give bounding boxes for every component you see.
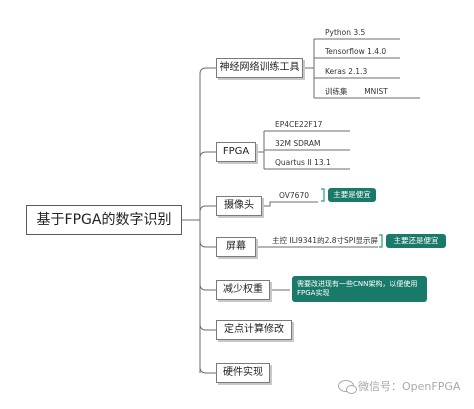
branch-connector-4 — [199, 283, 216, 291]
branch-connector-6 — [199, 366, 216, 374]
camera-leaf-line — [262, 201, 318, 207]
branch-connector-0 — [199, 67, 216, 75]
branch-connector-5 — [199, 323, 216, 331]
watermark-text: 微信号：OpenFPGA — [358, 380, 461, 393]
leaf-ov7670: OV7670 — [279, 191, 309, 201]
leaf-sdram: 32M SDRAM — [275, 139, 321, 149]
branch-reduce-weights: 减少权重 — [216, 280, 270, 300]
note-reduce-weights: 需要改进现有一些CNN架构，以便使用FPGA实现 — [292, 276, 427, 302]
camera-note-bracket — [321, 188, 325, 202]
branch-connector-1 — [199, 151, 216, 159]
leaf-python: Python 3.5 — [325, 28, 366, 38]
branch-camera: 摄像头 — [216, 196, 262, 216]
note-camera: 主要是便宜 — [328, 188, 376, 202]
wechat-icon — [338, 380, 357, 394]
branch-nn-tools: 神经网络训练工具 — [216, 58, 303, 78]
branch-fixed-point: 定点计算修改 — [216, 320, 292, 340]
branch-hardware: 硬件实现 — [216, 363, 270, 383]
branch-screen: 屏幕 — [216, 237, 256, 257]
leaf-tensorflow: Tensorflow 1.4.0 — [325, 47, 387, 57]
root-node: 基于FPGA的数字识别 — [26, 205, 182, 235]
branch-connector-3 — [199, 240, 216, 248]
leaf-ili9341: 主控 ILI9341的2.8寸SPI显示屏 — [272, 236, 378, 246]
leaf-mnist: 训练集 MNIST — [325, 87, 388, 97]
note-screen: 主要还是便宜 — [386, 234, 446, 248]
branch-connector-2 — [199, 205, 216, 213]
branch-fpga: FPGA — [216, 142, 256, 162]
leaf-keras: Keras 2.1.3 — [325, 67, 368, 77]
leaf-ep4ce22f17: EP4CE22F17 — [275, 120, 323, 130]
leaf-quartus: Quartus II 13.1 — [275, 158, 331, 168]
screen-note-bracket — [379, 234, 383, 248]
watermark: 微信号：OpenFPGA — [338, 378, 460, 394]
